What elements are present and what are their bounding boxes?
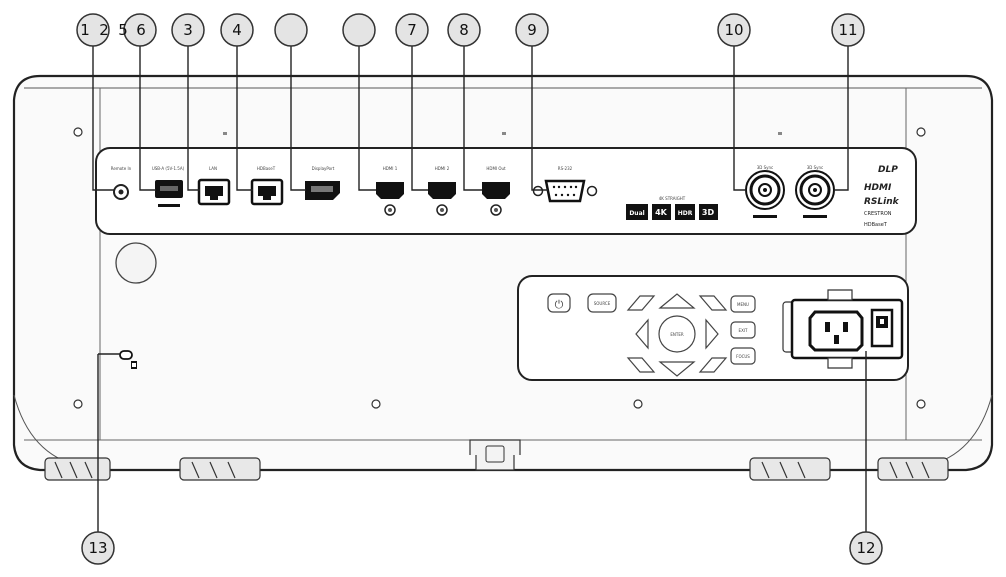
menu-button (730, 295, 756, 313)
power-icon: ⏻ (555, 298, 564, 311)
callout-circles (76, 13, 883, 565)
badge-dual: Dual (629, 210, 644, 217)
port-label-hdbaset: HDBaseT (257, 166, 276, 171)
hdbaset-port (250, 178, 284, 206)
callout-1: 1 (80, 21, 90, 39)
port-label-lan: LAN (209, 166, 217, 171)
kensington-lock (119, 350, 137, 369)
callout-3: 3 (183, 21, 193, 39)
port-label-3d-sync-1: 3D Sync (757, 165, 774, 170)
callout-blank-2-circle (342, 13, 376, 47)
callout-9-circle (515, 13, 549, 47)
rs232-port (532, 179, 598, 203)
foot-left-outer (44, 457, 111, 481)
power-switch (870, 308, 894, 348)
3d-sync-connector-2 (795, 170, 835, 218)
up-arrow-button (658, 293, 696, 309)
exit-label: EXIT (739, 328, 748, 333)
callout-blank-1-circle (274, 13, 308, 47)
left-arrow-button (635, 318, 649, 350)
keystone-bottom-right-button (698, 357, 728, 373)
logo-crestron: CRESTRON (864, 211, 892, 217)
menu-label: MENU (737, 302, 749, 307)
down-arrow-button (658, 361, 696, 377)
displayport-port (305, 181, 340, 200)
feature-heading: 4K STRAIGHT (659, 196, 686, 201)
foot-left-inner (179, 457, 261, 481)
callout-13-circle (81, 531, 115, 565)
callout-1-2-circle (76, 13, 110, 47)
foot-right-outer (877, 457, 949, 481)
power-button (547, 293, 571, 313)
callout-7: 7 (407, 21, 417, 39)
projector-body (12, 74, 994, 472)
callout-10: 10 (724, 21, 743, 39)
remote-in-jack (113, 184, 129, 200)
source-button (587, 293, 617, 313)
port-label-displayport: DisplayPort (312, 166, 335, 171)
hdmi-1-port (376, 182, 404, 216)
callout-5: 5 (118, 21, 128, 39)
lan-port (197, 178, 231, 206)
callout-2: 2 (99, 21, 109, 39)
feature-badges (626, 204, 718, 220)
hdmi-2-port (428, 182, 456, 216)
callout-10-circle (717, 13, 751, 47)
callout-11-circle (831, 13, 865, 47)
callout-8-circle (447, 13, 481, 47)
badge-hdr: HDR (678, 210, 693, 217)
keystone-top-left-button (626, 295, 656, 311)
focus-button (730, 347, 756, 365)
usb-port (155, 180, 183, 207)
right-arrow-button (705, 318, 719, 350)
port-label-hdmi1: HDMI 1 (383, 166, 398, 171)
feet (44, 457, 949, 481)
callout-8: 8 (459, 21, 469, 39)
source-label: SOURCE (594, 301, 611, 306)
callout-9: 9 (527, 21, 537, 39)
exit-button (730, 321, 756, 339)
callout-6: 6 (136, 21, 146, 39)
hdmi-out-port (482, 182, 510, 216)
callout-7-circle (395, 13, 429, 47)
keystone-top-right-button (698, 295, 728, 311)
port-label-3d-sync-2: 3D Sync (807, 165, 824, 170)
port-label-remote: Remote In (111, 166, 132, 171)
focus-label: FOCUS (736, 354, 750, 359)
port-label-hdmi-out: HDMI Out (486, 166, 506, 171)
callout-11: 11 (838, 21, 857, 39)
callout-lines (92, 46, 867, 532)
callout-13: 13 (88, 539, 107, 557)
logo-dlp: DLP (878, 165, 898, 175)
port-label-usb: USB-A (5V-1.5A) (152, 166, 185, 171)
callout-12: 12 (856, 539, 875, 557)
enter-label: ENTER (670, 332, 683, 337)
port-label-rs232: RS-232 (558, 166, 573, 171)
port-label-hdmi2: HDMI 2 (435, 166, 450, 171)
logo-hdbaset: HDBaseT (864, 222, 888, 228)
badge-4k: 4K (655, 208, 668, 217)
callout-5-6-circle (123, 13, 157, 47)
callout-4-circle (220, 13, 254, 47)
callout-12-circle (849, 531, 883, 565)
keystone-bottom-left-button (626, 357, 656, 373)
enter-button (658, 315, 696, 353)
direction-pad (626, 293, 728, 377)
callout-4: 4 (232, 21, 242, 39)
badge-3d: 3D (702, 208, 715, 217)
logo-rslink: RSLink (864, 197, 900, 207)
logo-hdmi: HDMI (864, 183, 892, 193)
foot-right-inner (749, 457, 831, 481)
callout-3-circle (171, 13, 205, 47)
